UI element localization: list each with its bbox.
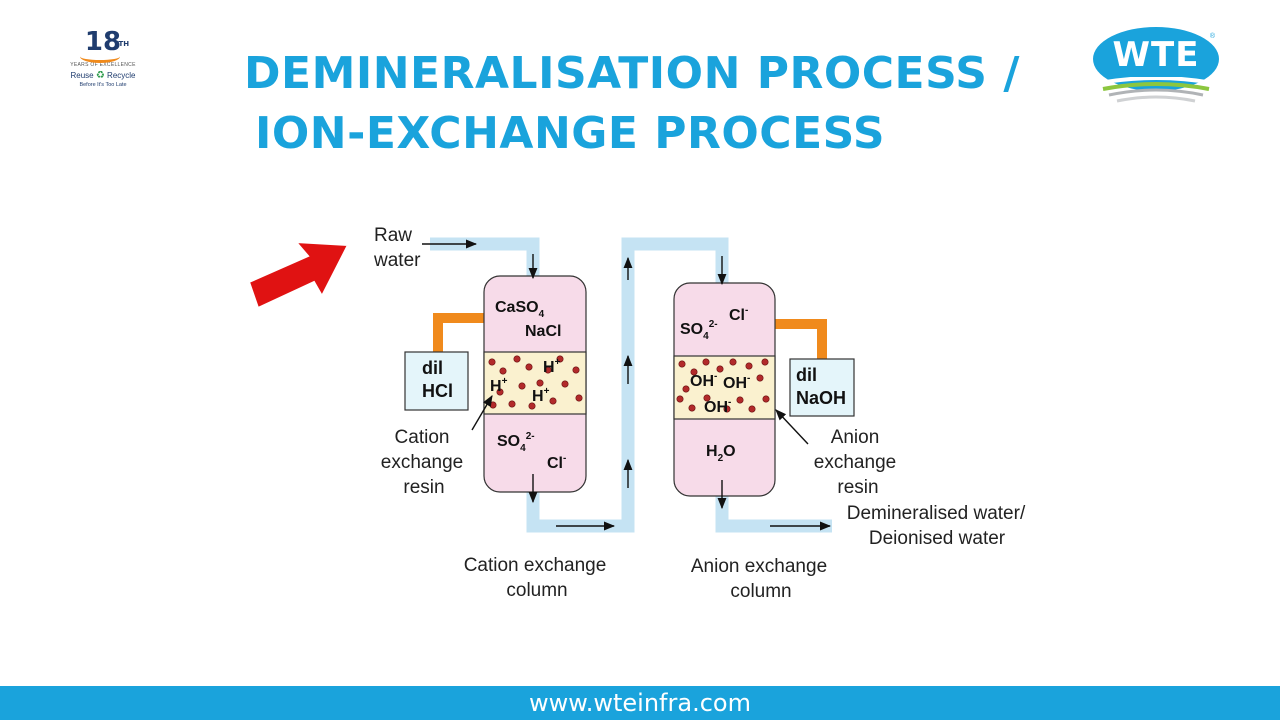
outlet-pipe: [715, 492, 832, 533]
svg-text:dil: dil: [796, 365, 817, 385]
nacl-label: NaCl: [525, 323, 561, 340]
cation-column-label-1: Cation exchange: [464, 555, 607, 576]
anion-resin-beads: [676, 358, 770, 413]
dil-hcl-tank: dil HCl: [404, 351, 469, 411]
h-ion-3: H+: [532, 386, 550, 405]
anion-column-label-2: column: [730, 581, 791, 602]
title-line-1: DEMINERALISATION PROCESS /: [244, 48, 1020, 99]
caso4-label: CaSO4: [495, 299, 545, 320]
logo-text: WTE: [1112, 35, 1200, 75]
cation-exchange-column: CaSO4 NaCl H+ H+ H+ SO42- Cl-: [483, 275, 587, 493]
badge-tagline: Before It's Too Late: [79, 82, 127, 88]
output-label-2: Deionised water: [869, 528, 1006, 549]
cl-ion-cation: Cl-: [547, 453, 566, 472]
acid-feed-pipe: [433, 313, 486, 356]
footer-url[interactable]: www.wteinfra.com: [529, 689, 751, 717]
oh-ion-1: OH-: [690, 371, 717, 390]
oh-ion-2: OH-: [723, 373, 750, 392]
svg-text:HCl: HCl: [422, 381, 453, 401]
recycle-icon: ♻: [95, 70, 105, 81]
footer-bar: www.wteinfra.com: [0, 686, 1280, 720]
oh-ion-3: OH-: [704, 397, 731, 416]
anion-resin-label-1: Anion: [831, 427, 880, 448]
cation-resin-label-2: exchange: [381, 452, 463, 473]
svg-text:dil: dil: [422, 358, 443, 378]
dil-naoh-tank: dil NaOH: [789, 358, 855, 417]
anion-column-label-1: Anion exchange: [691, 556, 827, 577]
pointer-arrow-icon: [247, 240, 350, 310]
flow-arrows: [422, 239, 832, 531]
title-line-2: ION-EXCHANGE PROCESS: [255, 108, 886, 159]
connecting-pipe: [526, 237, 729, 533]
anion-exchange-column: SO42- Cl- OH- OH- OH- H2O: [673, 282, 776, 497]
so4-ion-anion: SO42-: [680, 319, 718, 342]
ion-exchange-diagram: CaSO4 NaCl H+ H+ H+ SO42- Cl- SO42- Cl- …: [247, 225, 1026, 602]
logo-registered-mark: ®: [1209, 33, 1215, 40]
so4-ion-cation: SO42-: [497, 431, 535, 454]
wte-logo: WTE ®: [1093, 27, 1219, 107]
cl-ion-anion: Cl-: [729, 305, 748, 324]
cation-resin-label-3: resin: [403, 477, 444, 498]
cation-column-label-2: column: [506, 580, 567, 601]
raw-water-label-1: Raw: [374, 225, 412, 246]
badge-reuse-recycle: Reuse ♻ Recycle: [70, 70, 136, 81]
output-label-1: Demineralised water/: [847, 503, 1026, 524]
h-ion-2: H+: [490, 376, 508, 395]
svg-text:NaOH: NaOH: [796, 388, 846, 408]
cation-resin-label-1: Cation: [395, 427, 450, 448]
raw-water-label-2: water: [373, 250, 421, 271]
badge-swoosh-icon: [80, 50, 120, 63]
logo-waves-icon: [1098, 77, 1214, 103]
h-ion-1: H+: [543, 357, 561, 376]
cation-resin-bed: [483, 351, 587, 415]
anion-resin-label-3: resin: [837, 477, 878, 498]
h2o-label: H2O: [706, 443, 736, 464]
base-feed-pipe: [772, 319, 827, 362]
badge-years-text: YEARS OF EXCELLENCE: [70, 62, 136, 68]
cation-resin-beads: [488, 355, 583, 410]
anion-resin-label-2: exchange: [814, 452, 896, 473]
